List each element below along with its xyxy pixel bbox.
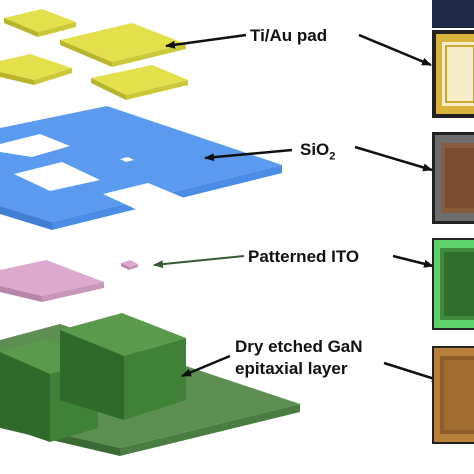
- ti-au-pad-3: [0, 54, 72, 85]
- ito-layer: [0, 260, 138, 302]
- micrograph-gan: [432, 346, 474, 444]
- arrow-ito-to-photo: [392, 254, 434, 268]
- sio2-label: SiO2: [300, 140, 336, 163]
- ti-au-pad-2: [60, 23, 186, 67]
- ti-au-pad-layer: [0, 9, 188, 100]
- micrograph-sio2: [432, 132, 474, 224]
- arrow-gan: [181, 354, 231, 378]
- gan-layer: [0, 313, 300, 456]
- gan-label: Dry etched GaN epitaxial layer: [235, 336, 363, 380]
- sio2-opening-small: [120, 157, 134, 162]
- micrograph-ito: [432, 238, 474, 330]
- sio2-opening-1: [0, 134, 70, 157]
- arrow-gan-to-photo: [383, 361, 442, 383]
- arrow-ti-au-pad: [165, 33, 247, 49]
- ti-au-pad-label: Ti/Au pad: [250, 26, 328, 45]
- sio2-opening-2: [14, 162, 100, 191]
- arrow-ti-au-to-photo: [358, 33, 432, 67]
- ti-au-pad-1: [4, 9, 76, 37]
- annotation-arrows: [153, 33, 442, 383]
- sio2-layer: [0, 106, 282, 230]
- ito-small-pad: [121, 260, 138, 267]
- arrow-sio2-to-photo: [354, 145, 433, 172]
- ti-au-pad-4: [91, 65, 188, 100]
- gan-label-line-2: epitaxial layer: [235, 359, 348, 378]
- sio2-label-main: SiO: [300, 140, 330, 159]
- arrow-patterned-ito: [153, 255, 245, 269]
- gan-mesa-back: [60, 313, 186, 420]
- patterned-ito-label: Patterned ITO: [248, 247, 360, 266]
- sio2-label-subscript: 2: [329, 150, 336, 163]
- gan-label-line-1: Dry etched GaN: [235, 337, 363, 356]
- sio2-opening-3: [103, 183, 194, 214]
- micrograph-ti-au-pad: [432, 0, 474, 118]
- arrow-sio2: [204, 148, 293, 162]
